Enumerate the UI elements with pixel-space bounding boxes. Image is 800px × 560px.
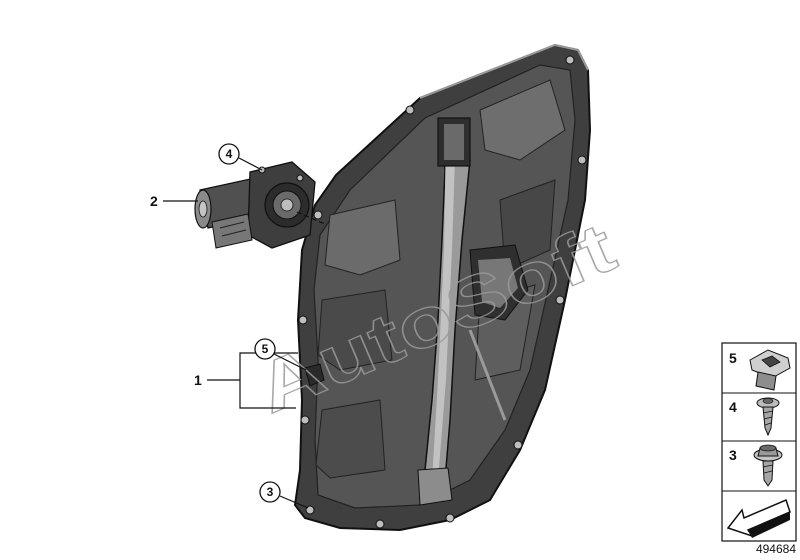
legend-number-4: 4 [729, 399, 737, 415]
callout-number-4: 4 [226, 147, 233, 161]
motor-mount-dashed-line [296, 211, 326, 225]
callout-number-5: 5 [262, 342, 269, 356]
callout-leader-4 [238, 157, 263, 171]
callout-label-2: 2 [150, 193, 158, 209]
door-carrier-panel [293, 43, 592, 532]
window-motor [194, 161, 316, 249]
callout-leader-3 [279, 495, 309, 509]
clip-nut-icon [749, 349, 791, 391]
flange-screw-icon [753, 444, 783, 487]
legend-number-3: 3 [729, 447, 737, 463]
reference-number: 494684 [756, 542, 796, 556]
fastener-legend: 5 4 3 [721, 342, 797, 542]
callout-number-3: 3 [267, 485, 274, 499]
callout-label-1: 1 [194, 372, 202, 388]
screw-icon [756, 397, 780, 437]
callout-circle-3 [259, 481, 281, 503]
direction-arrow-icon [726, 498, 791, 538]
legend-number-5: 5 [729, 350, 737, 366]
callout-circle-4 [218, 143, 240, 165]
callout-circle-5 [254, 338, 276, 360]
callout-leader-5 [273, 353, 307, 371]
